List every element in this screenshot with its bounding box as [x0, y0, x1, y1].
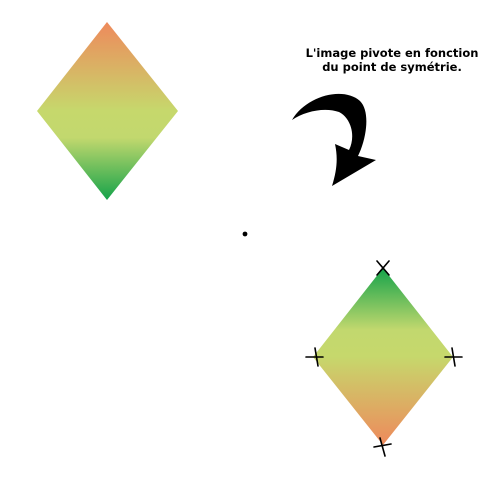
cross-mark-icon-bottom [373, 437, 392, 457]
caption-text: L'image pivote en fonction du point de s… [292, 46, 492, 74]
symmetry-point-icon [242, 231, 248, 237]
rotated-rhombus [313, 268, 453, 445]
original-rhombus [37, 22, 178, 200]
caption-line-1: L'image pivote en fonction [305, 46, 479, 60]
cross-mark-icon-right [444, 347, 463, 367]
vertex-marks [305, 260, 463, 457]
curved-arrow-icon [292, 93, 376, 186]
cross-mark-icon-top [376, 260, 390, 276]
caption-line-2: du point de symétrie. [322, 60, 462, 74]
cross-mark-icon-left [305, 347, 324, 367]
